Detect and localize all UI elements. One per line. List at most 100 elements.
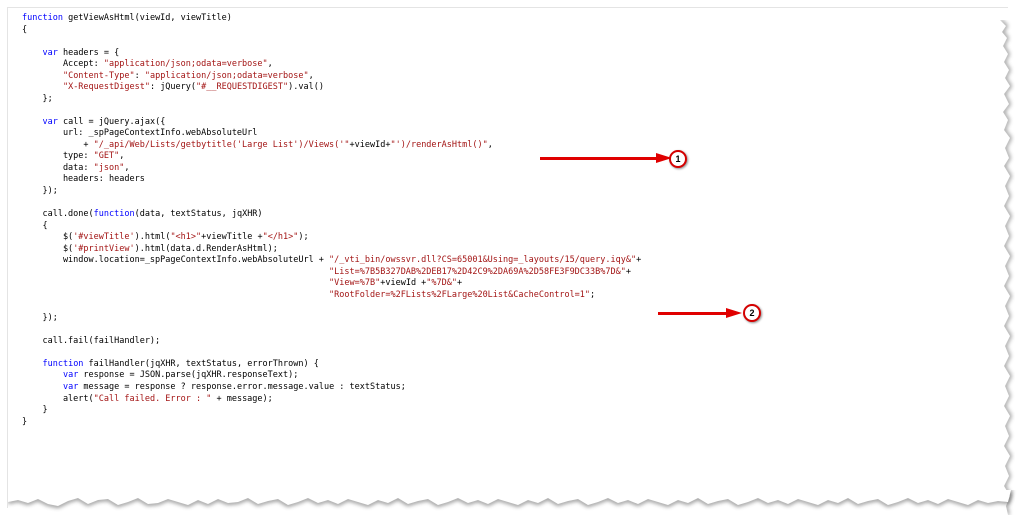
string-token: "RootFolder=%2FLists%2FLarge%20List&Cach… bbox=[329, 289, 591, 300]
code-line: alert("Call failed. Error : " + message)… bbox=[22, 394, 641, 406]
string-token: "%7D&" bbox=[426, 278, 458, 289]
code-line: call.done(function(data, textStatus, jqX… bbox=[22, 209, 641, 221]
code-line: url: _spPageContextInfo.webAbsoluteUrl bbox=[22, 128, 641, 140]
code-line: }; bbox=[22, 94, 641, 106]
string-token: "Content-Type" bbox=[62, 70, 135, 81]
code-token: headers = { bbox=[57, 47, 120, 58]
code-line: ​ bbox=[22, 347, 641, 359]
string-token: "')/renderAsHtml()" bbox=[390, 139, 488, 150]
keyword-token: function bbox=[22, 13, 63, 23]
code-token: } bbox=[22, 416, 28, 427]
torn-edge-right bbox=[998, 20, 1012, 515]
arrow-icon bbox=[540, 157, 662, 160]
code-token: , bbox=[487, 139, 493, 150]
string-token: "List=%7B5B327DAB%2DEB17%2D42C9%2DA69A%2… bbox=[329, 266, 626, 277]
code-line: $('#printView').html(data.d.RenderAsHtml… bbox=[22, 244, 641, 256]
code-line: $('#viewTitle').html("<h1>"+viewTitle +"… bbox=[22, 232, 641, 244]
code-snippet-paper bbox=[7, 7, 1008, 508]
code-token: url: _spPageContextInfo.webAbsoluteUrl bbox=[22, 128, 258, 139]
code-token bbox=[22, 382, 63, 392]
code-line: ​ bbox=[22, 301, 641, 313]
keyword-token: var bbox=[62, 370, 79, 381]
string-token: "/_vti_bin/owssvr.dll?CS=65001&Using=_la… bbox=[329, 255, 637, 266]
code-token bbox=[22, 48, 42, 58]
string-token: "X-RequestDigest" bbox=[62, 82, 150, 93]
code-line: ​ bbox=[22, 36, 641, 48]
code-token: headers: headers bbox=[22, 174, 145, 185]
code-token: +viewId + bbox=[380, 278, 427, 289]
code-token: failHandler(jqXHR, textStatus, errorThro… bbox=[83, 358, 319, 369]
code-line: } bbox=[22, 405, 641, 417]
code-token: ).val() bbox=[288, 82, 324, 93]
callout-badge-1: 1 bbox=[669, 150, 687, 168]
code-block: function getViewAsHtml(viewId, viewTitle… bbox=[22, 13, 641, 428]
code-token: , bbox=[124, 162, 130, 173]
code-token: message = response ? response.error.mess… bbox=[78, 382, 406, 392]
code-token bbox=[22, 290, 329, 300]
code-token: +viewId+ bbox=[349, 139, 391, 150]
string-token: "application/json;odata=verbose" bbox=[144, 70, 309, 81]
code-line: var call = jQuery.ajax({ bbox=[22, 117, 641, 129]
code-token bbox=[22, 117, 42, 127]
code-line: "X-RequestDigest": jQuery("#__REQUESTDIG… bbox=[22, 82, 641, 94]
code-line: { bbox=[22, 25, 641, 37]
code-token: ); bbox=[298, 232, 309, 243]
code-line: ​ bbox=[22, 105, 641, 117]
string-token: "</h1>" bbox=[262, 232, 299, 243]
keyword-token: var bbox=[62, 382, 79, 392]
string-token: '#viewTitle' bbox=[73, 232, 135, 243]
code-token: window.location=_spPageContextInfo.webAb… bbox=[22, 255, 330, 266]
code-token: : bbox=[134, 70, 145, 81]
arrow-head-icon bbox=[656, 153, 672, 163]
code-token: (data, textStatus, jqXHR) bbox=[134, 209, 263, 220]
code-line: + "/_api/Web/Lists/getbytitle('Large Lis… bbox=[22, 140, 641, 152]
code-line: "RootFolder=%2FLists%2FLarge%20List&Cach… bbox=[22, 290, 641, 302]
code-token bbox=[22, 359, 42, 369]
code-line: headers: headers bbox=[22, 174, 641, 186]
code-token: +viewTitle + bbox=[201, 232, 263, 243]
code-token bbox=[22, 267, 329, 277]
code-line: "List=%7B5B327DAB%2DEB17%2D42C9%2DA69A%2… bbox=[22, 267, 641, 279]
code-token: ; bbox=[590, 289, 596, 300]
code-line: ​ bbox=[22, 198, 641, 210]
string-token: "json" bbox=[93, 162, 125, 173]
arrow-icon bbox=[658, 312, 730, 315]
keyword-token: function bbox=[93, 209, 135, 220]
code-token: data: bbox=[22, 162, 94, 173]
code-line: var headers = { bbox=[22, 48, 641, 60]
torn-edge-bottom bbox=[8, 490, 1013, 508]
code-token: { bbox=[22, 24, 28, 35]
code-token: response = JSON.parse(jqXHR.responseText… bbox=[78, 370, 299, 381]
code-token: getViewAsHtml(viewId, viewTitle) bbox=[62, 13, 232, 23]
code-token: + bbox=[625, 266, 631, 277]
code-token: , bbox=[308, 70, 314, 81]
code-token bbox=[22, 71, 63, 81]
string-token: "Call failed. Error : " bbox=[93, 393, 212, 404]
code-line: }); bbox=[22, 186, 641, 198]
string-token: "<h1>" bbox=[170, 232, 202, 243]
keyword-token: var bbox=[42, 116, 58, 127]
code-line: }); bbox=[22, 313, 641, 325]
code-line: "View=%7B"+viewId +"%7D&"+ bbox=[22, 278, 641, 290]
code-token bbox=[22, 278, 329, 288]
code-token bbox=[22, 82, 63, 92]
code-line: data: "json", bbox=[22, 163, 641, 175]
string-token: "GET" bbox=[93, 151, 120, 162]
code-line: type: "GET", bbox=[22, 151, 641, 163]
code-token: , bbox=[267, 59, 273, 70]
code-token: }); bbox=[22, 312, 58, 323]
string-token: "#__REQUESTDIGEST" bbox=[196, 82, 289, 93]
code-token: + bbox=[22, 139, 94, 150]
code-token: alert( bbox=[22, 393, 94, 404]
string-token: "/_api/Web/Lists/getbytitle('Large List'… bbox=[93, 139, 350, 150]
code-token: + bbox=[457, 278, 463, 289]
code-line: var message = response ? response.error.… bbox=[22, 382, 641, 394]
code-token: $( bbox=[22, 243, 74, 254]
code-token bbox=[22, 370, 63, 380]
string-token: "application/json;odata=verbose" bbox=[103, 59, 268, 70]
code-line: window.location=_spPageContextInfo.webAb… bbox=[22, 255, 641, 267]
code-line: function failHandler(jqXHR, textStatus, … bbox=[22, 359, 641, 371]
arrow-head-icon bbox=[726, 308, 742, 318]
code-line: } bbox=[22, 417, 641, 429]
code-token: call = jQuery.ajax({ bbox=[57, 116, 166, 127]
